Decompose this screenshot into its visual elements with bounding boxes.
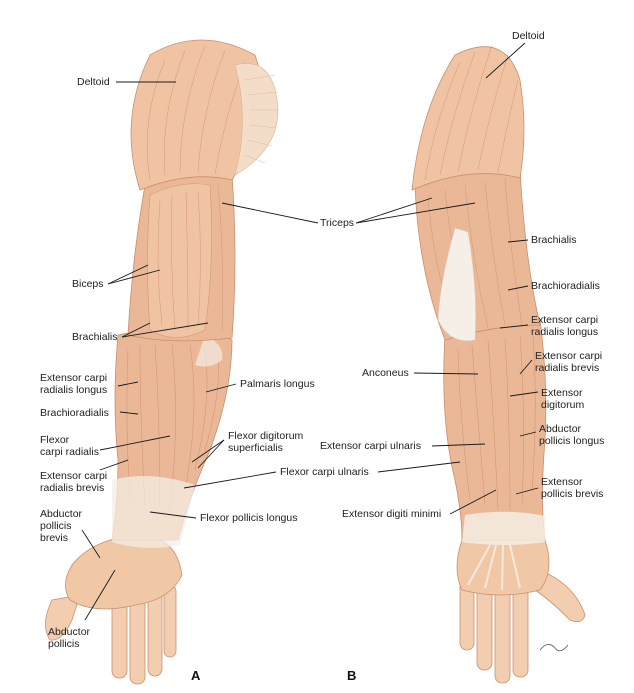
label-a-palmaris-longus: Palmaris longus (240, 378, 315, 390)
label-b-deltoid: Deltoid (512, 30, 545, 42)
label-b-anconeus: Anconeus (362, 367, 409, 379)
leader-lines (81, 42, 539, 621)
label-a-apb-line3: brevis (40, 532, 69, 544)
label-a-fpl: Flexor pollicis longus (200, 512, 298, 524)
label-a-deltoid: Deltoid (77, 76, 110, 88)
label-b-epb-line2: pollicis brevis (541, 488, 604, 500)
arm-b-forearm (443, 317, 547, 541)
label-a-ecrb-line1: Extensor carpi (40, 470, 108, 482)
arm-b-upper-arm (414, 166, 541, 341)
arm-a-anterior (45, 39, 279, 685)
arm-a-thumb (45, 594, 81, 641)
arm-a-palm (65, 539, 183, 610)
label-a-apb-line1: Abductor (40, 508, 83, 520)
label-a-ap-line1: Abductor (48, 626, 91, 638)
label-a-brachialis: Brachialis (72, 331, 118, 343)
artist-signature (539, 644, 569, 652)
label-a-ecrb-line2: radialis brevis (40, 482, 105, 494)
label-b-ed-line1: Extensor (541, 387, 583, 399)
arm-b-thumb (534, 569, 586, 623)
arm-b-finger-middle (494, 584, 511, 684)
arm-a-wrist-tendons (112, 476, 195, 548)
label-b-ecrl-line1: Extensor carpi (531, 314, 599, 326)
label-a-ap-line2: pollicis (48, 638, 80, 650)
arm-a-pectoral-tendon (234, 63, 279, 176)
label-a-ecrl-line1: Extensor carpi (40, 372, 108, 384)
label-triceps: Triceps (320, 217, 355, 229)
arm-a-bicipital-aponeurosis (195, 335, 223, 367)
label-a-biceps: Biceps (72, 278, 104, 290)
label-b-ed-line2: digitorum (541, 399, 585, 411)
label-a-fds-line2: superficialis (228, 442, 283, 454)
arm-b-finger-index (512, 584, 529, 678)
arm-a-biceps (147, 183, 212, 338)
arm-a-finger-little (163, 584, 177, 658)
label-b-edm: Extensor digiti minimi (342, 508, 442, 520)
panel-label-b: B (347, 668, 357, 683)
label-b-ecrb-line2: radialis brevis (535, 362, 600, 374)
label-b-brachioradialis: Brachioradialis (531, 280, 600, 292)
label-b-ecrb-line1: Extensor carpi (535, 350, 603, 362)
label-a-apb-line2: pollicis (40, 520, 72, 532)
label-a-fcr-line2: carpi radialis (40, 446, 99, 458)
label-b-epb-line1: Extensor (541, 476, 583, 488)
arm-b-deltoid (411, 46, 525, 191)
label-b-ecu: Extensor carpi ulnaris (320, 440, 421, 452)
panel-label-a: A (191, 668, 201, 683)
label-b-ecrl-line2: radialis longus (531, 326, 599, 338)
label-b-brachialis: Brachialis (531, 234, 577, 246)
label-a-brachioradialis: Brachioradialis (40, 407, 109, 419)
label-a-ecrl-line2: radialis longus (40, 384, 108, 396)
label-a-fcu: Flexor carpi ulnaris (280, 466, 369, 478)
arm-a-deltoid (130, 39, 262, 191)
arm-b-finger-ring (476, 581, 493, 671)
label-a-fds-line1: Flexor digitorum (228, 430, 304, 442)
label-a-fcr-line1: Flexor (40, 434, 70, 446)
arm-b-extensor-retinaculum (462, 511, 545, 545)
arm-b-triceps-tendon (437, 227, 476, 342)
label-b-apl-line2: pollicis longus (539, 435, 605, 447)
label-b-apl-line1: Abductor (539, 423, 582, 435)
